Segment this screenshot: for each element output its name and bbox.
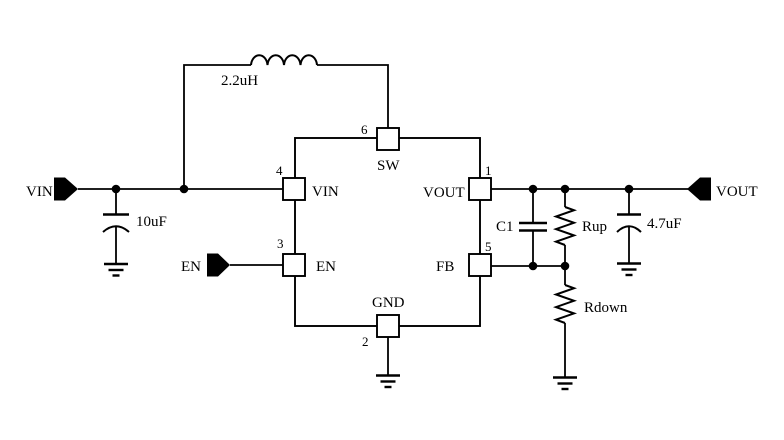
pin1-vout-pad	[468, 177, 492, 201]
pin1-number: 1	[485, 163, 492, 178]
wires	[78, 64, 688, 377]
vin-port-arrow-icon	[54, 177, 78, 201]
rup-zigzag	[552, 206, 578, 246]
output-cap-curved-plate	[616, 225, 642, 233]
pin6-sw-pad	[376, 127, 400, 151]
input-cap-value-label: 10uF	[136, 214, 167, 230]
pin6-number: 6	[361, 122, 368, 137]
junction-dot	[560, 184, 570, 194]
pin4-vin-pad	[282, 177, 306, 201]
ic-gnd-ground-icon	[376, 374, 400, 389]
c1-label: C1	[496, 219, 514, 235]
rup-label: Rup	[582, 219, 607, 235]
output-capacitor-symbol	[616, 213, 642, 233]
rdown-zigzag	[552, 284, 578, 324]
input-cap-ground-icon	[104, 262, 128, 277]
pin3-en-pad	[282, 253, 306, 277]
pin4-number: 4	[276, 163, 283, 178]
junction-dot	[111, 184, 121, 194]
junction-dots	[111, 184, 634, 271]
pin5-name: FB	[436, 259, 454, 275]
pin6-name: SW	[377, 158, 400, 174]
input-cap-curved-plate	[102, 225, 130, 233]
input-capacitor-symbol	[102, 213, 130, 233]
inductor-symbol	[250, 54, 318, 66]
feedforward-capacitor-symbol	[519, 221, 547, 232]
output-cap-value-label: 4.7uF	[647, 216, 682, 232]
inductor-value-label: 2.2uH	[221, 73, 258, 89]
inductor-branch-wire	[183, 64, 251, 189]
rdown-ground-icon	[553, 376, 577, 391]
output-cap-ground-icon	[617, 262, 641, 277]
en-port-arrow-icon	[207, 253, 230, 277]
pin5-fb-pad	[468, 253, 492, 277]
junction-dot	[528, 184, 538, 194]
sw-branch-wire	[317, 64, 389, 128]
en-port-label: EN	[181, 259, 201, 275]
junction-dot	[560, 261, 570, 271]
inductor-coil	[250, 54, 318, 66]
junction-dot	[528, 261, 538, 271]
vout-port-arrow-icon	[687, 177, 711, 201]
pin4-name: VIN	[312, 184, 339, 200]
pin3-number: 3	[277, 236, 284, 251]
pin1-name: VOUT	[423, 185, 465, 201]
junction-dot	[179, 184, 189, 194]
pin2-number: 2	[362, 334, 369, 349]
pin2-gnd-pad	[376, 314, 400, 338]
pin3-name: EN	[316, 259, 336, 275]
vin-port-label: VIN	[26, 184, 53, 200]
vout-port-label: VOUT	[716, 184, 758, 200]
rup-resistor-symbol	[552, 206, 578, 246]
rdown-resistor-symbol	[552, 284, 578, 324]
junction-dot	[624, 184, 634, 194]
rdown-label: Rdown	[584, 300, 628, 316]
pin5-number: 5	[485, 239, 492, 254]
pin2-name: GND	[372, 295, 405, 311]
